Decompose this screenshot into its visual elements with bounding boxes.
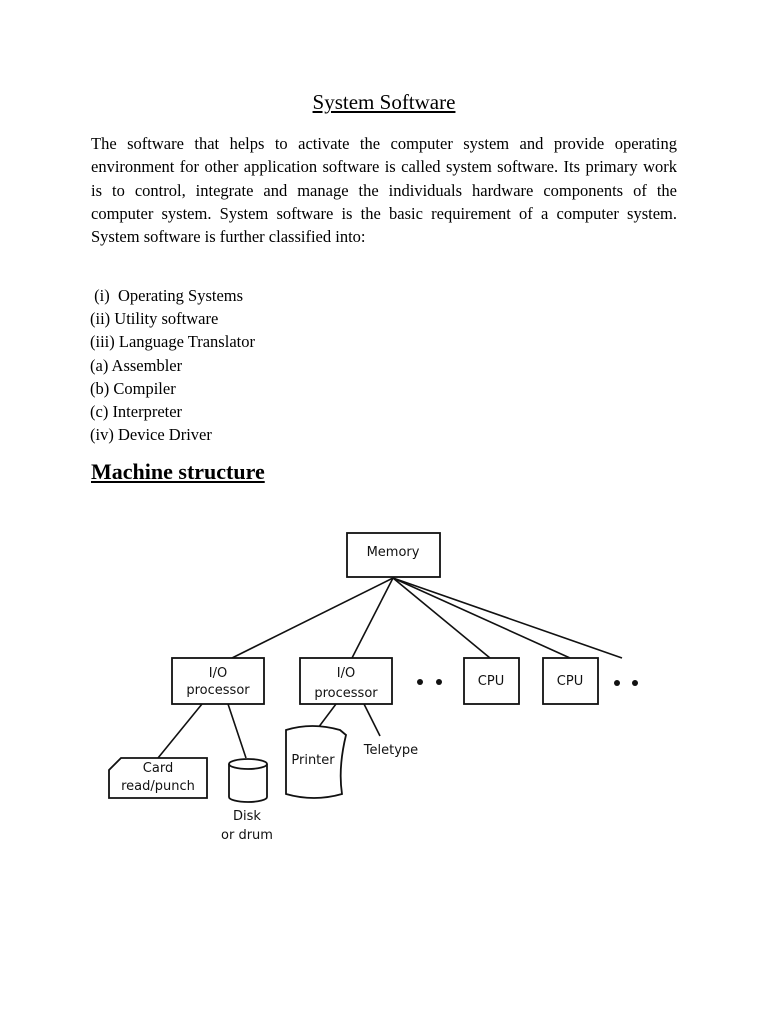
memory-box: Memory [346, 532, 441, 578]
or-drum-label: or drum [221, 828, 273, 843]
processor-label: processor [186, 683, 250, 698]
card-label: Card [143, 761, 173, 776]
list-item: (iv) Device Driver [90, 425, 212, 445]
teletype-label: Teletype [363, 743, 418, 758]
intro-paragraph: The software that helps to activate the … [91, 134, 677, 247]
read-punch-label: read/punch [121, 779, 195, 794]
printer-label: Printer [291, 753, 335, 768]
classification-list: (i) Operating Systems (ii) Utility softw… [90, 284, 255, 446]
list-item: (b) Compiler [90, 378, 176, 398]
cpu-label: CPU [557, 674, 583, 689]
page-title: System Software [312, 90, 456, 114]
disk-cylinder-icon [228, 758, 268, 803]
cpu-box: CPU [463, 657, 520, 705]
io-processor-box: I/O processor [299, 657, 393, 705]
ellipsis-dots [614, 680, 638, 686]
io1-disk-line [227, 703, 247, 759]
io-label: I/O [209, 666, 227, 681]
printer-document-shape: Printer [285, 725, 348, 799]
io-label: I/O [337, 666, 355, 681]
memory-label: Memory [367, 545, 420, 560]
memory-io2-line [351, 577, 394, 659]
cpu-box: CPU [542, 657, 599, 705]
memory-cpu2-line [392, 577, 571, 659]
list-item: (c) Interpreter [90, 402, 183, 422]
memory-cpu1-line [392, 577, 491, 659]
card-reader-shape: Card read/punch [108, 757, 208, 799]
memory-extra-line [392, 577, 623, 659]
list-item: (iii) Language Translator [90, 332, 255, 352]
io2-teletype-line [363, 703, 381, 737]
io2-printer-line [317, 703, 337, 729]
processor-label: processor [314, 686, 378, 701]
connector-lines [157, 577, 623, 759]
list-item: (ii) Utility software [90, 309, 219, 329]
cpu-label: CPU [478, 674, 504, 689]
disk-label: Disk [233, 809, 261, 824]
io-processor-box: I/O processor [171, 657, 265, 705]
ellipsis-dots [417, 679, 442, 685]
memory-io1-line [231, 577, 394, 659]
section-heading: Machine structure [91, 459, 265, 484]
io1-card-line [157, 703, 203, 759]
list-item: (i) Operating Systems [90, 286, 244, 305]
list-item: (a) Assembler [90, 355, 183, 375]
